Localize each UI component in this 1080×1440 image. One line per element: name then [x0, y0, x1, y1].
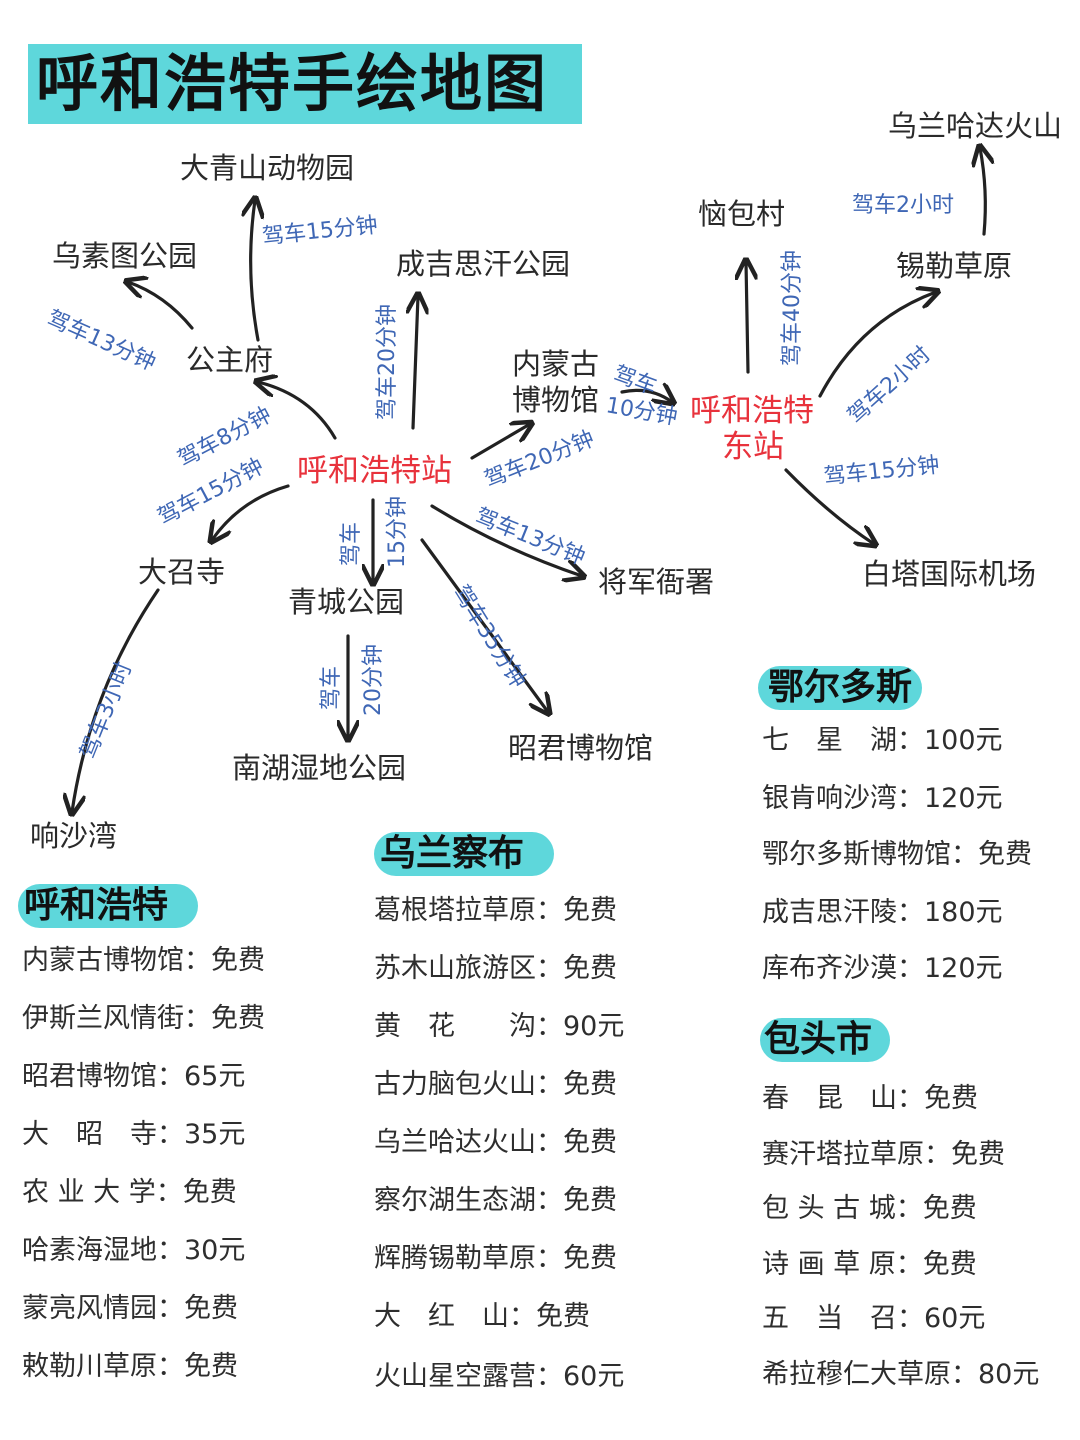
- place-nanhu-park: 南湖湿地公园: [232, 751, 407, 785]
- route-to-wulanhada: 驾车2小时: [852, 193, 954, 218]
- hohhot-item: 敕勒川草原：免费: [22, 1351, 238, 1382]
- arrow-to-wulanhada: [980, 148, 985, 236]
- ulanqab-item: 黄 花 沟：90元: [374, 1011, 625, 1042]
- arrow-to-xiangshawan: [72, 588, 160, 812]
- section-pill-ulanqab: [374, 832, 554, 876]
- arrow-to-museum: [470, 424, 530, 460]
- route-to-naobao: 驾车40分钟: [780, 250, 805, 366]
- hohhot-item: 哈素海湿地：30元: [22, 1235, 246, 1266]
- place-daqingshan-zoo: 大青山动物园: [180, 151, 355, 185]
- arrow-to-zhaojun: [420, 538, 548, 712]
- hohhot-item: 农 业 大 学：免费: [22, 1177, 237, 1208]
- route-to-qingcheng-a: 驾车: [339, 521, 365, 567]
- place-zhaojun-museum: 昭君博物馆: [508, 731, 654, 765]
- page-title: 呼和浩特手绘地图: [36, 47, 549, 120]
- route-to-nanhu-a: 驾车: [319, 665, 345, 711]
- route-to-qingcheng-b: 15分钟: [385, 496, 410, 568]
- arrow-to-dazhaosi: [212, 484, 290, 540]
- ulanqab-item: 葛根塔拉草原：免费: [374, 895, 617, 926]
- arrow-to-jiangjun: [430, 504, 582, 576]
- arrow-to-naobao: [746, 262, 748, 374]
- arrow-to-chengjisihan: [413, 296, 418, 430]
- station-hohhot-east-line1: 呼和浩特: [690, 393, 814, 429]
- place-wusutu-park: 乌素图公园: [52, 239, 198, 273]
- arrow-museum-to-east: [620, 390, 672, 402]
- section-pill-baotou: [760, 1018, 890, 1062]
- ulanqab-item: 苏木山旅游区：免费: [374, 953, 617, 984]
- station-hohhot-east-line2: 东站: [722, 429, 784, 465]
- ordos-item: 鄂尔多斯博物馆：免费: [762, 839, 1032, 870]
- ulanqab-item: 火山星空露营：60元: [374, 1361, 625, 1392]
- place-dazhaosi: 大召寺: [138, 555, 226, 589]
- section-pill-ordos: [758, 666, 922, 710]
- baotou-item: 赛汗塔拉草原：免费: [762, 1139, 1005, 1170]
- place-qingcheng-park: 青城公园: [288, 585, 405, 619]
- title-banner: [28, 44, 582, 124]
- ordos-item: 银肯响沙湾：120元: [762, 783, 1003, 814]
- section-title-hohhot: 呼和浩特: [24, 885, 169, 926]
- baotou-item: 五 当 召：60元: [762, 1303, 986, 1334]
- place-museum-line1: 内蒙古: [512, 347, 600, 381]
- place-gongzhufu: 公主府: [186, 343, 274, 377]
- baotou-item: 希拉穆仁大草原：80元: [762, 1359, 1040, 1390]
- station-hohhot: 呼和浩特站: [297, 453, 452, 489]
- place-jiangjun-yashu: 将军衙署: [598, 565, 715, 599]
- place-xilei-grassland: 锡勒草原: [896, 249, 1013, 283]
- section-title-baotou: 包头市: [764, 1019, 873, 1060]
- baotou-item: 诗 画 草 原：免费: [762, 1249, 977, 1280]
- hohhot-item: 蒙亮风情园：免费: [22, 1293, 238, 1324]
- route-to-chengjisihan: 驾车20分钟: [375, 304, 400, 420]
- place-xiangshawan: 响沙湾: [30, 819, 118, 853]
- ulanqab-item: 察尔湖生态湖：免费: [374, 1185, 617, 1216]
- place-baita-airport: 白塔国际机场: [862, 557, 1037, 591]
- arrow-to-xilei: [818, 292, 936, 398]
- hohhot-item: 大 昭 寺：35元: [22, 1119, 246, 1150]
- section-pill-hohhot: [18, 884, 198, 928]
- ulanqab-item: 古力脑包火山：免费: [374, 1069, 617, 1100]
- ordos-item: 库布齐沙漠：120元: [762, 953, 1003, 984]
- arrow-to-zoo: [251, 200, 258, 342]
- arrow-to-airport: [784, 468, 874, 544]
- ulanqab-item: 辉腾锡勒草原：免费: [374, 1243, 617, 1274]
- baotou-item: 包 头 古 城：免费: [762, 1193, 977, 1224]
- place-museum-line2: 博物馆: [512, 383, 600, 417]
- route-to-nanhu-b: 20分钟: [361, 644, 386, 716]
- hohhot-item: 伊斯兰风情街：免费: [22, 1003, 265, 1034]
- arrow-to-gongzhufu: [258, 382, 337, 440]
- ulanqab-item: 乌兰哈达火山：免费: [374, 1127, 617, 1158]
- place-chengjisihan-park: 成吉思汗公园: [396, 247, 571, 281]
- arrow-to-wusutu: [128, 282, 194, 330]
- ulanqab-item: 大 红 山：免费: [374, 1301, 590, 1332]
- baotou-item: 春 昆 山：免费: [762, 1083, 978, 1114]
- hohhot-item: 昭君博物馆：65元: [22, 1061, 246, 1092]
- place-wulanhada-volcano: 乌兰哈达火山: [888, 109, 1063, 143]
- ordos-item: 七 星 湖：100元: [762, 725, 1003, 756]
- ordos-item: 成吉思汗陵：180元: [762, 897, 1003, 928]
- section-title-ordos: 鄂尔多斯: [768, 667, 913, 708]
- hohhot-item: 内蒙古博物馆：免费: [22, 945, 265, 976]
- section-title-ulanqab: 乌兰察布: [380, 833, 525, 874]
- place-naobao-village: 恼包村: [698, 197, 786, 231]
